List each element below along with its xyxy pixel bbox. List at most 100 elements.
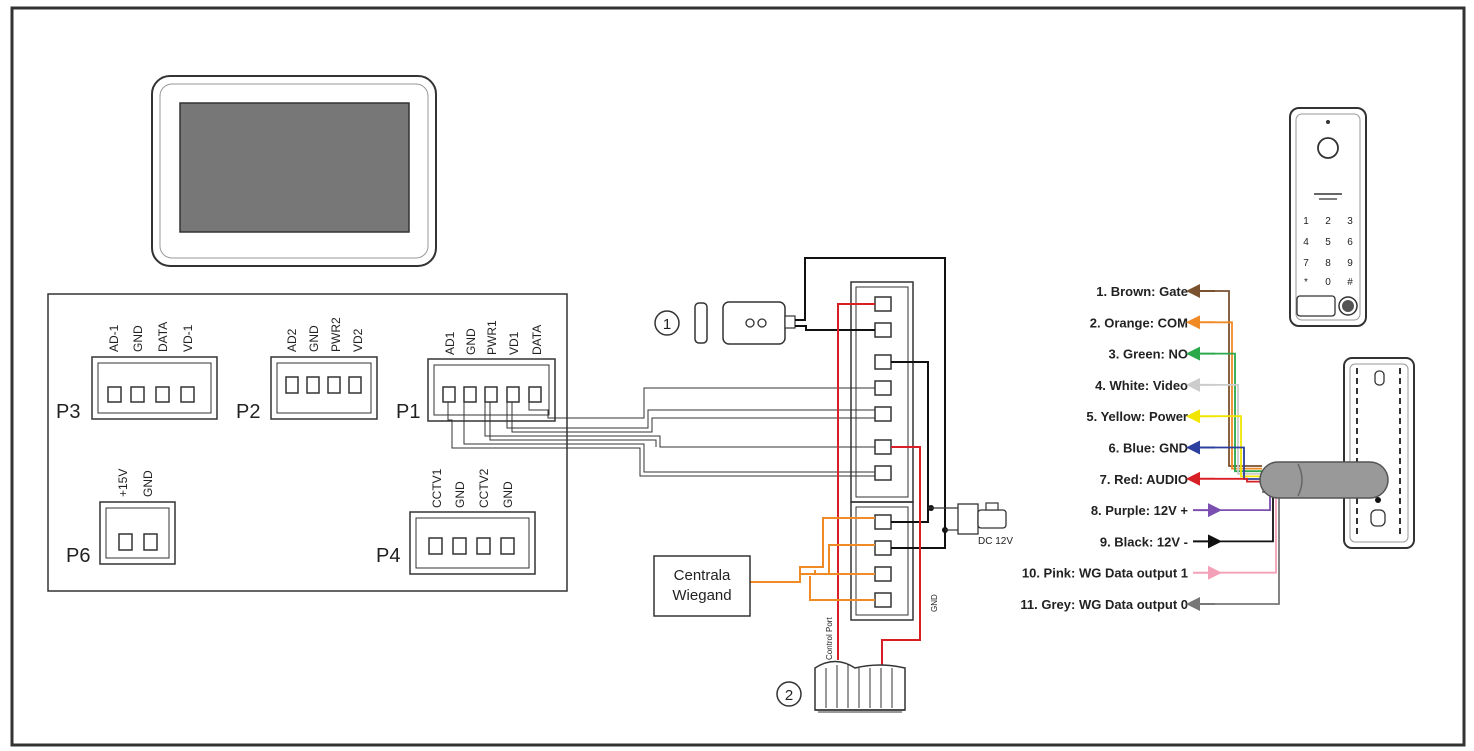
keypad-key: 9: [1347, 258, 1353, 269]
lock-screw-icon: [745, 318, 755, 328]
wire-line: [1215, 446, 1262, 480]
connector-p3: AD-1 GND DATA VD-1 P3: [56, 322, 218, 423]
wire-label: 7. Red: AUDIO: [1100, 472, 1188, 487]
wire-entry: 2. Orange: COM: [1090, 315, 1262, 470]
p3-pin-labels: AD-1 GND DATA VD-1: [107, 322, 195, 352]
wire-label: 5. Yellow: Power: [1086, 409, 1188, 424]
wire-line: [1215, 488, 1277, 574]
wire-line: [1215, 485, 1274, 543]
p1-pin-label: PWR1: [485, 320, 499, 355]
bracket-body: [1343, 357, 1415, 549]
wiegand-wires: [750, 517, 875, 601]
wire-label: 10. Pink: WG Data output 1: [1022, 566, 1188, 581]
p4-pin-label: CCTV1: [430, 468, 444, 508]
p3-pin-label: DATA: [156, 322, 170, 352]
keypad-key: #: [1347, 277, 1353, 288]
keypad-key: 4: [1303, 237, 1309, 248]
p6-pin-label: +15V: [116, 469, 130, 497]
p4-pin-label: GND: [501, 481, 515, 508]
board-lower-terminal: [850, 501, 914, 621]
wire-entry: 8. Purple: 12V +: [1091, 483, 1271, 518]
wire-entry: 7. Red: AUDIO: [1100, 471, 1262, 487]
keypad-key: 3: [1347, 216, 1353, 227]
connector-p2: AD2 GND PWR2 VD2 P2: [236, 317, 378, 423]
bell-icon: [1342, 300, 1354, 312]
wire-line: [1215, 352, 1262, 473]
power-marker: [776, 681, 802, 707]
keypad-key: 5: [1325, 237, 1331, 248]
p2-pin-label: VD2: [351, 328, 365, 352]
card-reader-area: [1296, 295, 1336, 317]
screw-slot-icon: [1374, 370, 1385, 386]
wiegand-box: [653, 555, 751, 617]
p1-pin-label: DATA: [530, 325, 544, 355]
connector-p1: AD1 GND PWR1 VD1 DATA P1: [396, 320, 556, 423]
camera-lens-icon: [1317, 137, 1339, 159]
p4-pin-label: CCTV2: [477, 468, 491, 508]
wire-entry: 1. Brown: Gate: [1096, 284, 1262, 467]
indicator-led-icon: [1326, 120, 1330, 124]
wire-line: [1215, 321, 1262, 470]
wire-entry: 3. Green: NO: [1109, 346, 1262, 473]
wire-label: 8. Purple: 12V +: [1091, 503, 1189, 518]
p1-pin-label: VD1: [507, 331, 521, 355]
p2-pin-label: PWR2: [329, 317, 343, 352]
p3-pin-label: AD-1: [107, 324, 121, 352]
gnd-label: GND: [930, 594, 939, 612]
lock-wires: [795, 257, 946, 549]
keypad-key: *: [1304, 277, 1308, 288]
p6-name: P6: [66, 545, 90, 567]
mounting-bracket: [1343, 357, 1415, 549]
keypad-body: [1289, 107, 1367, 327]
p1-pin-label: AD1: [443, 331, 457, 355]
wire-line: [1215, 383, 1262, 475]
cable-sleeve: [1259, 461, 1389, 499]
p2-pin-label: GND: [307, 325, 321, 352]
monitor-bezel: [159, 83, 429, 259]
p1-name: P1: [396, 401, 420, 423]
wire-label: 3. Green: NO: [1109, 347, 1188, 362]
monitor-screen: [179, 102, 410, 233]
keypad-key: 0: [1325, 277, 1331, 288]
control-port-label: Control Port: [825, 617, 834, 660]
lock-marker-number: 1: [663, 316, 671, 333]
dc-jack: DC 12V: [928, 502, 1013, 547]
p4-name: P4: [376, 545, 400, 567]
keypad-key: 2: [1325, 216, 1331, 227]
outer-frame: [10, 6, 1466, 747]
p1-pin-label: GND: [464, 328, 478, 355]
keypad-key: 1: [1303, 216, 1309, 227]
connector-p6: +15V GND P6: [66, 469, 176, 567]
wiegand-controller: Centrala Wiegand: [653, 555, 751, 617]
power-marker-number: 2: [785, 687, 793, 704]
wire-label: 11. Grey: WG Data output 0: [1020, 597, 1188, 612]
wire-label: 9. Black: 12V -: [1100, 534, 1188, 549]
wire-label: 4. White: Video: [1095, 378, 1188, 393]
wire-entry: 6. Blue: GND: [1109, 440, 1262, 480]
indoor-monitor: [151, 75, 437, 267]
wiegand-line2: Wiegand: [672, 587, 731, 604]
wire-line: [1215, 290, 1262, 467]
p2-name: P2: [236, 401, 260, 423]
wire-entry: 4. White: Video: [1095, 377, 1262, 475]
keypad-key: 7: [1303, 258, 1309, 269]
lock-marker: [654, 310, 680, 336]
p4-pin-label: GND: [453, 481, 467, 508]
keypad-key: 8: [1325, 258, 1331, 269]
wire-entry: 5. Yellow: Power: [1086, 409, 1262, 478]
monitor-board: [47, 293, 568, 592]
p1-cables: [447, 387, 877, 477]
wiegand-line1: Centrala: [674, 567, 731, 584]
wire-line: [1215, 477, 1262, 483]
control-board: [850, 281, 914, 621]
electric-lock: 1: [654, 301, 796, 345]
screw-slot-icon: [1370, 509, 1386, 527]
p3-pin-label: GND: [131, 325, 145, 352]
p3-pin-label: VD-1: [181, 324, 195, 352]
wire-label: 6. Blue: GND: [1109, 441, 1188, 456]
red-wires: [837, 303, 921, 672]
